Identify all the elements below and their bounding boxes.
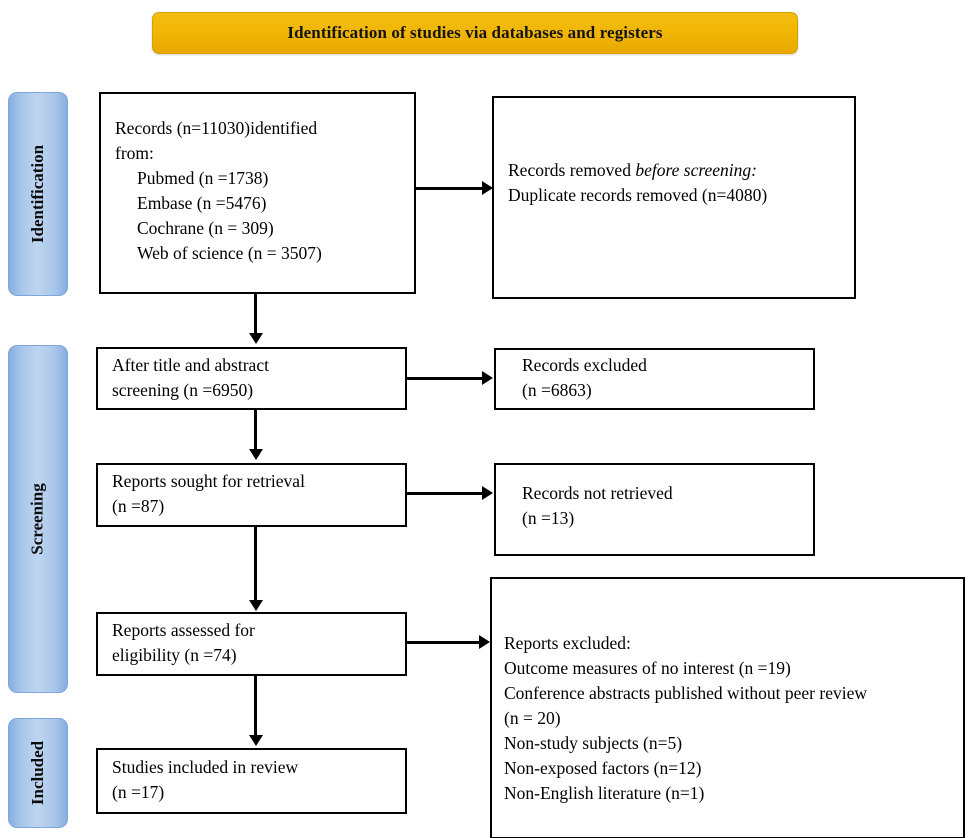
arrowhead-sought-to-not-retrieved [482,486,493,500]
records-removed-line2: Duplicate records removed (n=4080) [508,185,768,205]
connector-assessed-to-included [254,676,257,738]
connector-assessed-to-excluded [407,641,482,644]
box-reports-assessed: Reports assessed for eligibility (n =74) [96,612,407,676]
box-records-not-retrieved: Records not retrieved (n =13) [494,463,815,556]
studies-included-line2: (n =17) [112,782,165,802]
records-not-retrieved-line2: (n =13) [522,508,575,528]
arrowhead-assessed-to-included [249,735,263,746]
reports-excluded-reason-5: Non-English literature (n=1) [504,783,705,803]
records-not-retrieved-line1: Records not retrieved [522,483,673,503]
source-web-of-science: Web of science (n = 3507) [137,243,322,263]
source-embase: Embase (n =5476) [137,193,267,213]
diagram-title-text: Identification of studies via databases … [287,23,663,42]
box-records-removed: Records removed before screening: Duplic… [492,96,856,299]
stage-label-screening: Screening [28,483,47,555]
source-pubmed: Pubmed (n =1738) [137,168,269,188]
stage-bar-identification: Identification [8,92,68,296]
reports-assessed-line2: eligibility (n =74) [112,645,237,665]
connector-identified-to-screening [254,294,257,336]
after-title-abstract-line1: After title and abstract [112,355,269,375]
records-removed-italic: before screening: [635,160,757,180]
box-records-excluded: Records excluded (n =6863) [494,348,815,410]
box-studies-included: Studies included in review (n =17) [96,748,407,814]
box-records-identified: Records (n=11030)identified from: Pubmed… [99,92,416,294]
connector-identified-to-removed [416,187,484,190]
stage-bar-included: Included [8,718,68,828]
records-identified-line1: Records (n=11030)identified [115,118,318,138]
arrowhead-sought-to-assessed [249,600,263,611]
source-cochrane: Cochrane (n = 309) [137,218,274,238]
arrowhead-assessed-to-excluded [479,635,490,649]
stage-bar-screening: Screening [8,345,68,693]
reports-excluded-reason-4: Non-exposed factors (n=12) [504,758,702,778]
after-title-abstract-line2: screening (n =6950) [112,380,254,400]
reports-excluded-reason-3: Non-study subjects (n=5) [504,733,683,753]
stage-label-identification: Identification [28,144,48,244]
reports-excluded-heading: Reports excluded: [504,633,631,653]
reports-assessed-line1: Reports assessed for [112,620,255,640]
records-removed-prefix: Records removed [508,160,636,180]
reports-sought-line2: (n =87) [112,496,165,516]
arrowhead-screening-to-excluded [482,371,493,385]
stage-label-included: Included [28,740,47,806]
records-excluded-line1: Records excluded [522,355,647,375]
records-removed-line1: Records removed before screening: [508,158,846,183]
reports-sought-line1: Reports sought for retrieval [112,471,305,491]
connector-screening-to-sought [254,410,257,452]
arrowhead-identified-to-removed [482,181,493,195]
connector-sought-to-not-retrieved [407,492,484,495]
box-reports-sought: Reports sought for retrieval (n =87) [96,463,407,527]
connector-sought-to-assessed [254,527,257,603]
arrowhead-identified-to-screening [249,333,263,344]
arrowhead-screening-to-sought [249,449,263,460]
connector-screening-to-excluded [407,377,484,380]
reports-excluded-reason-2-cont: (n = 20) [504,708,561,728]
reports-excluded-reason-1: Outcome measures of no interest (n =19) [504,658,791,678]
records-excluded-line2: (n =6863) [522,380,592,400]
box-reports-excluded: Reports excluded: Outcome measures of no… [490,577,965,838]
records-identified-line2: from: [115,143,154,163]
diagram-title-banner: Identification of studies via databases … [152,12,798,54]
box-after-title-abstract: After title and abstract screening (n =6… [96,347,407,410]
reports-excluded-reason-2: Conference abstracts published without p… [504,683,867,703]
studies-included-line1: Studies included in review [112,757,299,777]
